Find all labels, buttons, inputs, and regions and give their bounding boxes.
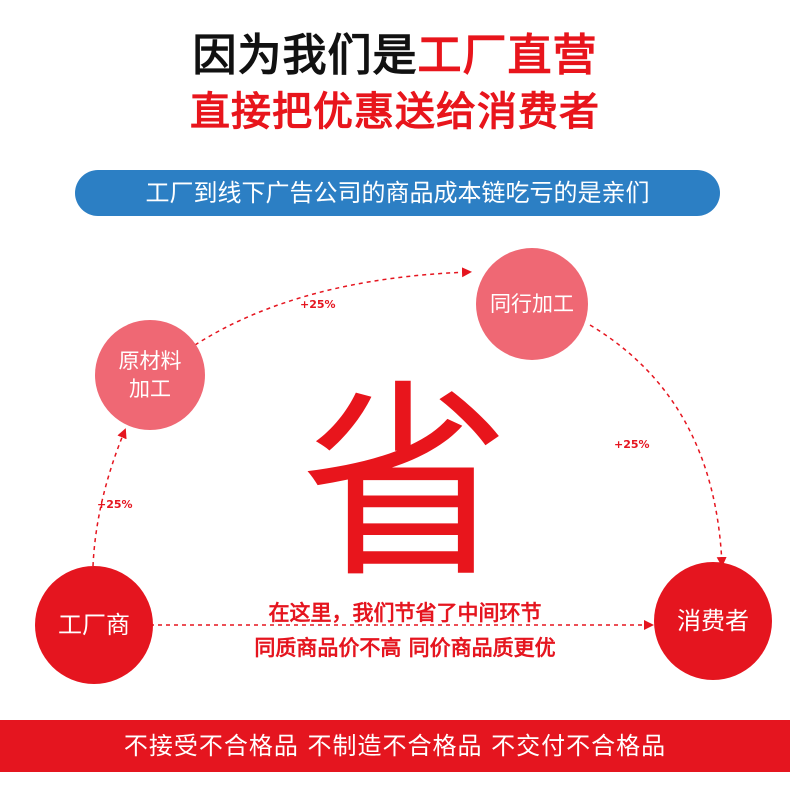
arrow-oem-to-consumer <box>589 324 727 567</box>
headline-line-1: 因为我们是工厂直营 <box>0 28 790 84</box>
node-consumer: 消费者 <box>654 562 772 680</box>
node-oem: 同行加工 <box>476 248 588 360</box>
node-factory: 工厂商 <box>35 566 153 684</box>
arrow-factory-to-material <box>92 428 127 567</box>
percent-label-3: +25% <box>97 498 133 511</box>
node-consumer-label: 消费者 <box>677 607 749 635</box>
headline-line-2: 直接把优惠送给消费者 <box>190 89 600 135</box>
percent-label-1: +25% <box>300 298 336 311</box>
percent-label-2: +25% <box>614 438 650 451</box>
headline-black-part: 因为我们是 <box>192 30 418 81</box>
savings-text-line-1: 在这里，我们节省了中间环节 <box>268 601 542 625</box>
arrow-material-to-oem <box>194 267 472 346</box>
cost-chain-banner: 工厂到线下广告公司的商品成本链吃亏的是亲们 <box>75 170 720 216</box>
headline-red-part: 工厂直营 <box>417 30 598 81</box>
savings-text-line-2: 同质商品价不高 同价商品质更优 <box>254 636 556 660</box>
node-factory-label: 工厂商 <box>58 611 130 639</box>
node-raw-material-line-1: 原材料 <box>118 349 182 373</box>
node-raw-material-line-2: 加工 <box>129 377 171 401</box>
quality-footer-banner: 不接受不合格品 不制造不合格品 不交付不合格品 <box>0 720 790 772</box>
node-raw-material: 原材料 加工 <box>95 320 205 430</box>
save-character: 省 <box>299 362 510 607</box>
node-oem-label: 同行加工 <box>490 292 574 316</box>
